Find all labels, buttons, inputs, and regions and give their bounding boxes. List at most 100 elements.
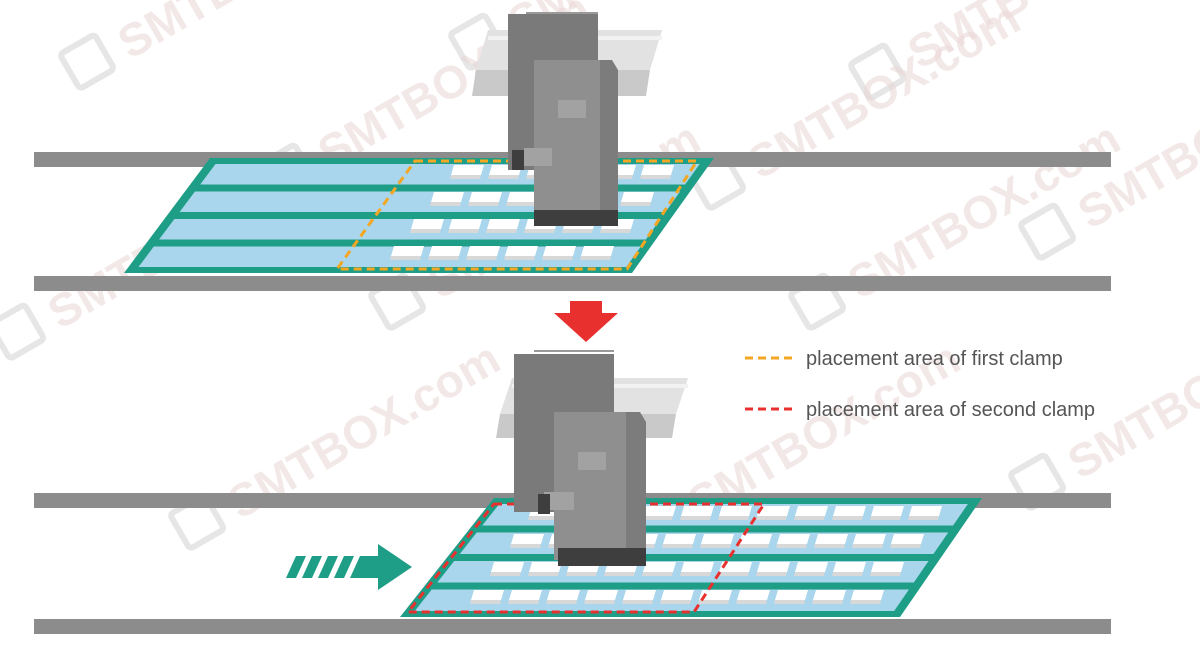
component-shadow xyxy=(528,516,559,520)
component xyxy=(757,562,790,572)
component-shadow xyxy=(542,256,573,260)
component xyxy=(833,506,866,516)
component-shadow xyxy=(488,175,519,179)
component xyxy=(585,590,618,600)
chip-logo-icon xyxy=(1018,202,1076,261)
component xyxy=(661,590,694,600)
component xyxy=(663,534,696,544)
component xyxy=(543,246,576,256)
component-shadow xyxy=(410,229,441,233)
component xyxy=(775,590,808,600)
component xyxy=(739,534,772,544)
component xyxy=(391,246,424,256)
component xyxy=(505,246,538,256)
component-shadow xyxy=(468,202,499,206)
component-shadow xyxy=(662,544,693,548)
component xyxy=(641,165,674,175)
component xyxy=(795,506,828,516)
component xyxy=(891,534,924,544)
component-shadow xyxy=(506,202,537,206)
component-shadow xyxy=(756,572,787,576)
component xyxy=(851,590,884,600)
component-shadow xyxy=(642,572,673,576)
component xyxy=(491,562,524,572)
bottom-rail-front xyxy=(34,619,1111,634)
component-shadow xyxy=(680,572,711,576)
component-shadow xyxy=(700,544,731,548)
component xyxy=(643,506,676,516)
component-shadow xyxy=(640,175,671,179)
component-shadow xyxy=(736,600,767,604)
component xyxy=(833,562,866,572)
component-shadow xyxy=(812,600,843,604)
watermark-text: SMTBOX.com xyxy=(109,0,398,69)
chip-logo-icon xyxy=(0,302,46,361)
component-shadow xyxy=(756,516,787,520)
legend: placement area of first clamp placement … xyxy=(745,348,1095,421)
component-shadow xyxy=(504,256,535,260)
component-shadow xyxy=(584,600,615,604)
component-shadow xyxy=(470,600,501,604)
component xyxy=(511,534,544,544)
chip-logo-icon xyxy=(848,42,906,101)
component xyxy=(719,562,752,572)
component-shadow xyxy=(718,572,749,576)
component xyxy=(507,192,540,202)
component xyxy=(853,534,886,544)
component xyxy=(471,590,504,600)
component-shadow xyxy=(794,572,825,576)
down-arrow-icon xyxy=(554,301,618,342)
component xyxy=(487,219,520,229)
component xyxy=(757,506,790,516)
component-shadow xyxy=(794,516,825,520)
component-shadow xyxy=(850,600,881,604)
component-shadow xyxy=(430,202,461,206)
component xyxy=(681,562,714,572)
component xyxy=(701,534,734,544)
bottom-board xyxy=(400,498,982,617)
component-shadow xyxy=(486,229,517,233)
component-shadow xyxy=(908,516,939,520)
component-shadow xyxy=(870,572,901,576)
chip-logo-icon xyxy=(58,32,116,91)
legend-first-clamp-label: placement area of first clamp xyxy=(806,348,1063,370)
component-shadow xyxy=(390,256,421,260)
component xyxy=(815,534,848,544)
component-shadow xyxy=(814,544,845,548)
component-shadow xyxy=(524,229,555,233)
top-placement-head-icon xyxy=(508,12,618,226)
component xyxy=(469,192,502,202)
second-clamp-area xyxy=(404,502,767,614)
component-shadow xyxy=(508,600,539,604)
component-shadow xyxy=(776,544,807,548)
component-shadow xyxy=(580,256,611,260)
top-panel xyxy=(34,12,1111,291)
component-shadow xyxy=(600,229,631,233)
component xyxy=(467,246,500,256)
component xyxy=(681,506,714,516)
watermark-text: SMTBOX.com xyxy=(1059,292,1200,489)
component-shadow xyxy=(774,600,805,604)
component-shadow xyxy=(450,175,481,179)
component-shadow xyxy=(718,516,749,520)
component-shadow xyxy=(562,229,593,233)
component xyxy=(509,590,542,600)
component xyxy=(909,506,942,516)
component xyxy=(429,246,462,256)
component-shadow xyxy=(466,256,497,260)
component xyxy=(643,562,676,572)
component-shadow xyxy=(660,600,691,604)
component xyxy=(431,192,464,202)
component-shadow xyxy=(832,572,863,576)
component-shadow xyxy=(852,544,883,548)
component-shadow xyxy=(510,544,541,548)
component-shadow xyxy=(832,516,863,520)
component xyxy=(623,590,656,600)
component xyxy=(871,562,904,572)
component xyxy=(871,506,904,516)
component xyxy=(411,219,444,229)
component xyxy=(451,165,484,175)
component xyxy=(529,562,562,572)
